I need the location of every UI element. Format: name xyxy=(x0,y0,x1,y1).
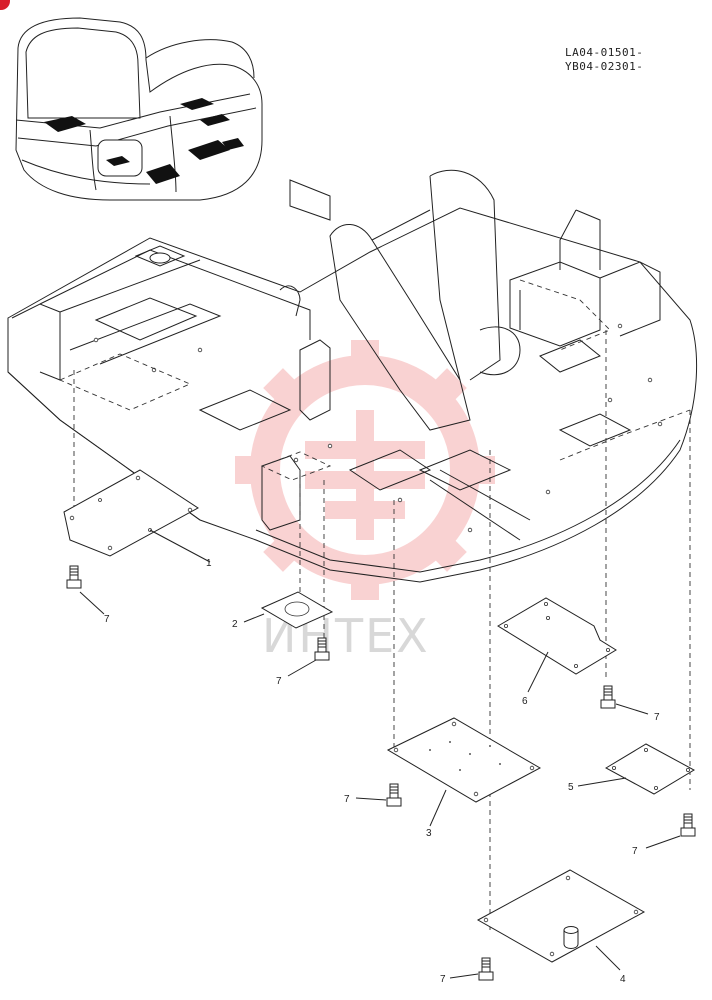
callout-label-7b: 7 xyxy=(276,676,282,687)
cover-plate-5 xyxy=(577,743,696,795)
cover-position-guides xyxy=(58,279,691,481)
projection-lines xyxy=(73,330,691,930)
callout-label-7e: 7 xyxy=(632,846,638,857)
callout-label-3: 3 xyxy=(426,828,432,839)
callout-label-7f: 7 xyxy=(440,974,446,985)
bolt-icon xyxy=(449,957,494,981)
callout-label-6: 6 xyxy=(522,696,528,707)
callout-label-2: 2 xyxy=(232,619,238,630)
watermark-gear-icon xyxy=(235,340,495,600)
cover-plate-4 xyxy=(476,869,646,971)
cab-overview-inset xyxy=(15,17,263,201)
cover-plate-2 xyxy=(243,591,334,629)
callout-label-1: 1 xyxy=(206,558,212,569)
cover-plate-1 xyxy=(63,469,211,563)
cover-plate-6 xyxy=(497,597,617,693)
cover-plate-3 xyxy=(386,717,542,827)
bolt-icon xyxy=(287,637,330,677)
callout-label-7a: 7 xyxy=(104,614,110,625)
corner-badge xyxy=(0,0,10,10)
callout-label-4: 4 xyxy=(620,974,626,985)
serial-number-1: LA04-01501- xyxy=(565,46,644,59)
serial-number-2: YB04-02301- xyxy=(565,60,644,73)
bolt-icon xyxy=(66,565,105,615)
bolt-icon xyxy=(355,783,402,807)
callout-label-7d: 7 xyxy=(344,794,350,805)
bolt-icon xyxy=(600,685,649,715)
callout-label-5: 5 xyxy=(568,782,574,793)
upper-frame xyxy=(7,169,698,583)
bolt-icon xyxy=(645,813,696,849)
callout-label-7c: 7 xyxy=(654,712,660,723)
